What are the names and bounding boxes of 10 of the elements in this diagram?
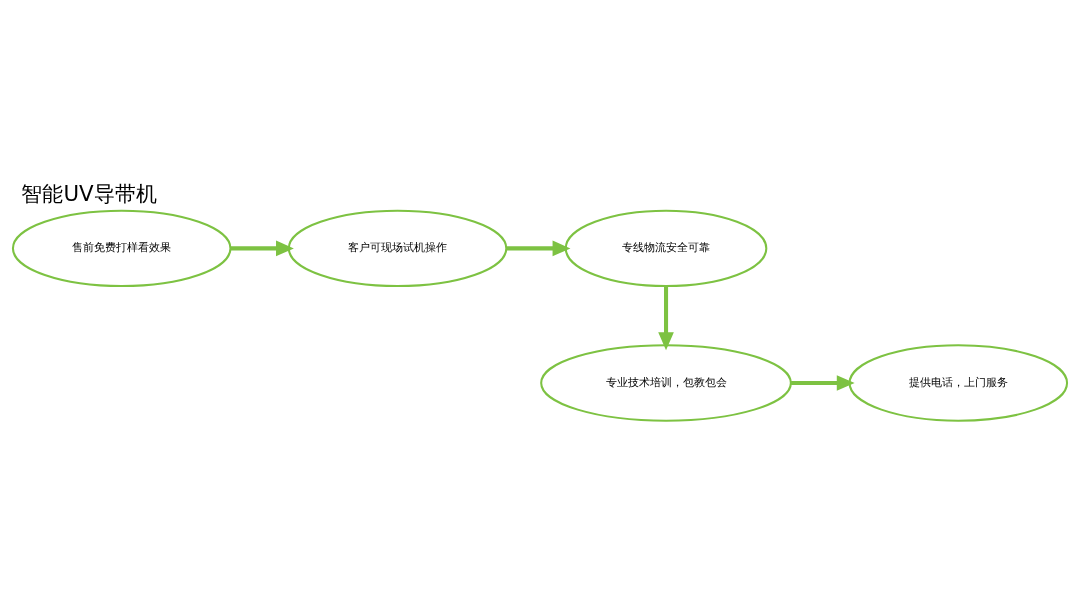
node-ellipse: 专线物流安全可靠	[564, 209, 768, 287]
node-ellipse: 客户可现场试机操作	[287, 209, 508, 287]
diagram-title: 智能UV导带机	[21, 180, 157, 206]
node-ellipse: 提供电话，上门服务	[848, 343, 1069, 422]
arrow	[230, 240, 294, 256]
node-ellipse: 专业技术培训，包教包会	[540, 343, 792, 422]
node-ellipse: 售前免费打样看效果	[11, 209, 232, 287]
arrow	[658, 285, 674, 350]
arrow	[791, 374, 855, 391]
arrow	[506, 240, 571, 256]
